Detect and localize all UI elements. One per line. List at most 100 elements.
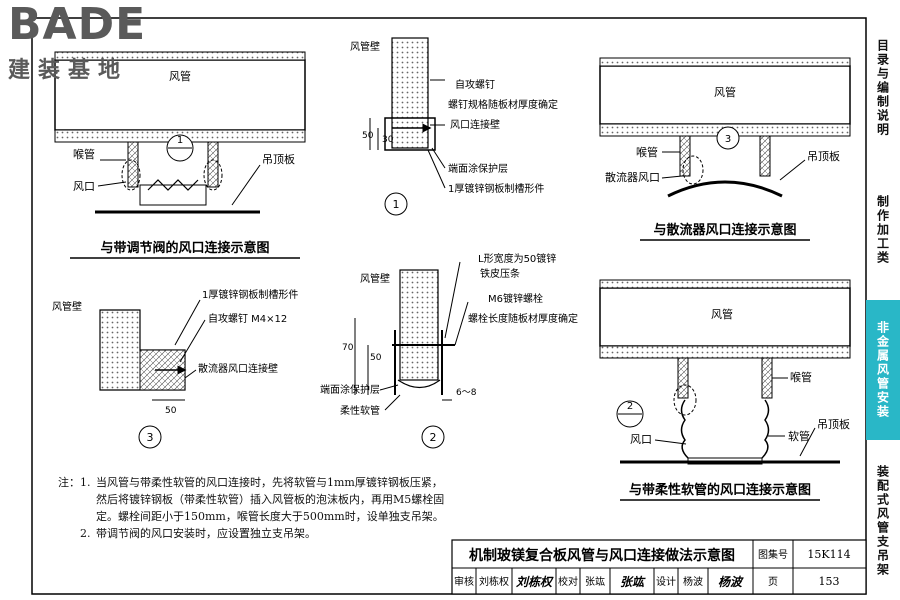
- callout-bubble: [716, 126, 740, 150]
- detail-flex-hose-outlet: 风管 喉管 风口 软管 吊顶板 2 与带柔性软管的风口连接示意图: [599, 279, 851, 501]
- channel-piece: [384, 117, 436, 151]
- detail-title: 与带调节阀的风口连接示意图: [100, 240, 269, 256]
- label-screw-spec: 螺钉规格随板材厚度确定: [448, 98, 558, 111]
- callout-number: 3: [725, 134, 731, 145]
- detail-damper-outlet: 风管 喉管 风口 吊顶板 1 与带调节阀的风口连接示意图: [54, 51, 306, 259]
- label-end-coat: 端面涂保护层: [320, 383, 380, 396]
- label-end-coat: 端面涂保护层: [448, 162, 508, 175]
- leader-channel: [427, 149, 446, 189]
- sidebar-tab-fabrication[interactable]: 制作加工类: [866, 170, 900, 290]
- nozzle-left-wall: [127, 141, 139, 188]
- detail-3: 风管壁 1厚镀锌钢板制槽形件 自攻螺钉 M4×12 散流器风口连接壁 50 3: [52, 288, 298, 449]
- label-strip: L形宽度为50镀锌: [478, 252, 556, 265]
- diffuser-face: [667, 180, 783, 198]
- sidebar-tab-label: 制作加工类: [875, 195, 890, 265]
- label-bolt: M6镀锌螺栓: [488, 292, 543, 305]
- hose-bellows-right: [761, 399, 770, 459]
- dim-50: 50: [165, 406, 177, 416]
- callout-bubble: [421, 425, 445, 449]
- label-outlet: 风口: [73, 180, 95, 193]
- detail-2: 风管壁 L形宽度为50镀锌 铁皮压条 M6镀锌螺栓 螺栓长度随板材厚度确定 端面…: [320, 252, 578, 449]
- sidebar-tab-label: 目录与编制说明: [875, 39, 890, 137]
- callout-number: 1: [393, 198, 400, 211]
- detail-marker: [673, 384, 697, 416]
- leader-ceiling: [779, 159, 806, 181]
- hose-bellows-left: [680, 399, 689, 459]
- label-duct: 风管: [711, 307, 733, 321]
- label-outlet: 散流器风口: [605, 170, 660, 184]
- label-nozzle: 喉管: [636, 145, 658, 159]
- dim-50: 50: [362, 131, 374, 141]
- dim-30: 30: [382, 135, 394, 145]
- nozzle-left-wall: [677, 357, 689, 399]
- sidebar-tab-label: 非金属风管安装: [875, 321, 890, 419]
- leader-coat: [431, 147, 446, 169]
- note-text: 带调节阀的风口安装时，应设置独立支吊架。: [96, 527, 316, 540]
- leader-connect: [184, 369, 197, 379]
- leader-bolt: [454, 301, 469, 346]
- leader-coat: [379, 384, 399, 391]
- label-ceiling: 吊顶板: [817, 417, 850, 431]
- leader-strip: [444, 261, 461, 339]
- review-label: 审核: [454, 575, 474, 588]
- dim-70: 70: [342, 343, 354, 353]
- check-label: 校对: [558, 575, 578, 588]
- leader-ceiling: [799, 427, 816, 457]
- logo-subtitle: 建装基地: [8, 58, 129, 83]
- duct-top-panel: [599, 57, 851, 67]
- design-label: 设计: [656, 575, 676, 588]
- label-nozzle: 喉管: [73, 147, 95, 161]
- leader-outlet: [654, 439, 687, 445]
- leader-channel: [174, 299, 201, 346]
- designer-signature: 杨波: [718, 575, 744, 589]
- leader-flex: [384, 394, 401, 411]
- dim-6-8: 6～8: [456, 388, 477, 398]
- sidebar-tab-supports[interactable]: 装配式风管支吊架: [866, 448, 900, 594]
- note-text: 当风管与带柔性软管的风口连接时，先将软管与1mm厚镀锌钢板压紧，然后将镀锌钢板（…: [96, 476, 445, 523]
- nozzle-right-wall: [207, 141, 219, 188]
- callout-number: 1: [177, 135, 183, 146]
- designer-name: 杨波: [683, 575, 703, 588]
- callout-number: 2: [627, 401, 633, 412]
- flex-hose: [397, 379, 441, 389]
- notes-block: 注： 1. 当风管与带柔性软管的风口连接时，先将软管与1mm厚镀锌钢板压紧，然后…: [58, 474, 448, 542]
- damper-frame: [139, 184, 207, 206]
- label-channel: 1厚镀锌钢板制槽形件: [448, 182, 544, 195]
- bade-logo: BADE 建装基地: [8, 2, 146, 84]
- note-item: 注： 1. 当风管与带柔性软管的风口连接时，先将软管与1mm厚镀锌钢板压紧，然后…: [58, 474, 448, 525]
- note-number: 2.: [80, 527, 91, 540]
- label-flex: 柔性软管: [340, 404, 380, 417]
- detail-diffuser-outlet: 风管 喉管 散流器风口 吊顶板 3 与散流器风口连接示意图: [599, 57, 851, 241]
- detail-1: 风管壁 自攻螺钉 螺钉规格随板材厚度确定 风口连接壁 端面涂保护层 1厚镀锌钢板…: [350, 37, 558, 216]
- label-connect-wall: 散流器风口连接壁: [198, 362, 278, 375]
- detail-marker-right: [203, 159, 223, 191]
- label-screw: 自攻螺钉 M4×12: [208, 312, 287, 325]
- sidebar-tab-contents[interactable]: 目录与编制说明: [866, 18, 900, 158]
- label-hose: 软管: [788, 429, 810, 443]
- detail-title: 与散流器风口连接示意图: [653, 222, 796, 238]
- label-ceiling: 吊顶板: [807, 149, 840, 163]
- sidebar-tab-nonmetal-duct[interactable]: 非金属风管安装: [866, 300, 900, 440]
- nozzle-right-wall: [759, 135, 771, 177]
- nozzle-left-wall: [679, 135, 691, 177]
- label-connect-wall: 风口连接壁: [450, 118, 500, 131]
- label-wall: 风管壁: [350, 40, 380, 53]
- reviewer-signature: 刘栋权: [516, 575, 554, 589]
- sheet-title: 机制玻镁复合板风管与风口连接做法示意图: [469, 547, 735, 564]
- duct-wall-section: [391, 37, 429, 149]
- detail-title: 与带柔性软管的风口连接示意图: [629, 482, 811, 498]
- callout-number: 2: [430, 431, 437, 444]
- label-screw: 自攻螺钉: [455, 78, 495, 91]
- sidebar-tab-label: 装配式风管支吊架: [875, 465, 890, 577]
- dim-50: 50: [370, 353, 382, 363]
- leader-screw: [179, 319, 206, 363]
- logo-brand: BADE: [8, 0, 147, 50]
- reviewer-name: 刘栋权: [479, 575, 509, 588]
- label-nozzle: 喉管: [790, 370, 812, 384]
- leader-outlet: [97, 181, 127, 187]
- title-block: 机制玻镁复合板风管与风口连接做法示意图 图集号 15K114 审核 刘栋权 刘栋…: [451, 539, 867, 595]
- leader-ceiling: [231, 164, 261, 206]
- checker-signature: 张竑: [620, 575, 646, 589]
